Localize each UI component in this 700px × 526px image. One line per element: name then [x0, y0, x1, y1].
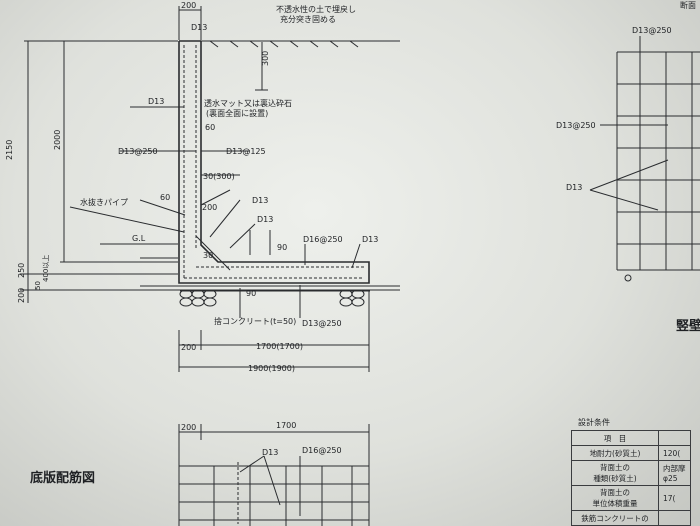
- label-drain-pipe: 水抜きパイプ: [80, 197, 128, 207]
- dim-top-200: 200: [181, 1, 196, 10]
- condition-item: 項 目: [571, 430, 659, 446]
- label-d13-r1: D13: [252, 196, 268, 205]
- elev-d13-250-mid: D13@250: [556, 121, 596, 130]
- elevation-grid: [589, 36, 700, 282]
- dim-200: 200: [202, 203, 217, 212]
- label-d13-r3: D13: [362, 235, 378, 244]
- label-d13-250: D13@250: [118, 147, 158, 156]
- design-conditions-title: 設計条件: [578, 418, 610, 427]
- plan-d13: D13: [262, 448, 278, 457]
- dim-30c: 30: [203, 251, 213, 260]
- note-backfill-1: 不透水性の土で埋戻し: [276, 4, 356, 14]
- condition-value: [658, 510, 691, 526]
- plan-dim-200: 200: [181, 423, 196, 432]
- note-mat-2: (裏面全面に設置): [206, 108, 268, 118]
- dim-90a: 90: [277, 243, 287, 252]
- condition-row: 項 目: [571, 430, 691, 446]
- dim-60a: 60: [205, 123, 215, 132]
- dim-2000: 2000: [53, 130, 62, 150]
- note-backfill-2: 充分突き固める: [280, 14, 336, 24]
- dim-250: 250: [17, 263, 26, 278]
- dim-60b: 60: [160, 193, 170, 202]
- condition-value: [658, 430, 691, 446]
- label-d16-250: D16@250: [303, 235, 343, 244]
- label-gl: G.L: [132, 234, 146, 243]
- dim-300: 300: [261, 51, 270, 66]
- dim-30-300: 30(300): [203, 172, 235, 181]
- label-d13-r2: D13: [257, 215, 273, 224]
- elevation-top-label: 断面: [680, 0, 696, 10]
- condition-row: 背面土の 種類(砂質土)内部摩 φ25: [571, 460, 691, 486]
- condition-item: 鉄筋コンクリートの: [571, 510, 659, 526]
- dim-90b: 90: [246, 289, 256, 298]
- note-mat-1: 透水マット又は裏込砕石: [204, 98, 292, 108]
- dim-bottom-200: 200: [181, 343, 196, 352]
- elev-d13-250-top: D13@250: [632, 26, 672, 35]
- gravel-right: [339, 289, 365, 307]
- label-d13-top: D13: [191, 23, 207, 32]
- dim-50: 50: [34, 281, 42, 290]
- wall-outline: [178, 41, 370, 284]
- condition-row: 鉄筋コンクリートの: [571, 510, 691, 526]
- condition-value: 17(: [658, 485, 691, 511]
- dim-2150: 2150: [5, 140, 14, 160]
- plan-d16: D16@250: [302, 446, 342, 455]
- condition-item: 背面土の 単位体積重量: [571, 485, 659, 511]
- elevation-title-fragment: 竪壁: [676, 318, 700, 334]
- gravel-left: [179, 289, 217, 307]
- base-plan-drawing: [178, 424, 370, 526]
- dim-200b: 200: [17, 288, 26, 303]
- plan-dim-1700: 1700: [276, 421, 296, 430]
- label-d13-125: D13@125: [226, 147, 266, 156]
- condition-item: 地耐力(砂質土): [571, 445, 659, 461]
- condition-value: 内部摩 φ25: [658, 460, 691, 486]
- label-d13-bot: D13@250: [302, 319, 342, 328]
- condition-item: 背面土の 種類(砂質土): [571, 460, 659, 486]
- label-d13-left: D13: [148, 97, 164, 106]
- label-lean-concrete: 捨コンクリート(t=50): [214, 316, 296, 326]
- elev-d13: D13: [566, 183, 582, 192]
- base-plan-title: 底版配筋図: [30, 470, 95, 486]
- dim-400: 400以上: [41, 255, 50, 282]
- dim-bottom-1900: 1900(1900): [248, 364, 295, 373]
- condition-value: 120(: [658, 445, 691, 461]
- condition-row: 地耐力(砂質土)120(: [571, 445, 691, 461]
- dim-bottom-1700: 1700(1700): [256, 342, 303, 351]
